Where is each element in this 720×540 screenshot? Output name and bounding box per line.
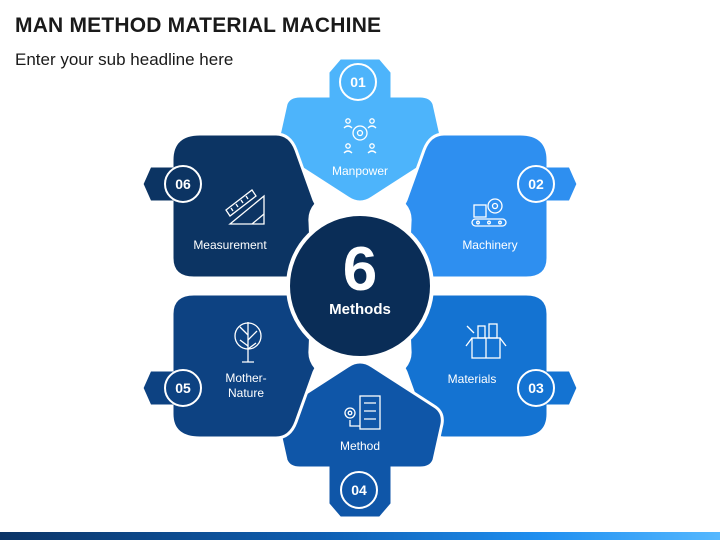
segment-06-badge (164, 165, 202, 203)
segment-01-number: 01 (350, 74, 366, 90)
segment-06[interactable]: 06 Measurement (140, 132, 318, 280)
segment-02-number: 02 (528, 176, 544, 192)
segment-06-number: 06 (175, 176, 191, 192)
segment-02-shape (402, 132, 580, 280)
segment-05-shape (140, 292, 318, 440)
segment-05-label: Mother-Nature (225, 371, 266, 400)
segment-03-number: 03 (528, 380, 544, 396)
segment-06-label: Measurement (193, 238, 267, 252)
page-title: MAN METHOD MATERIAL MACHINE (15, 14, 382, 37)
center-number: 6 (343, 235, 377, 304)
manpower-icon (343, 118, 377, 154)
segment-03-badge (517, 369, 555, 407)
center-hub: 6 Methods (286, 212, 434, 360)
center-label: Methods (329, 301, 391, 318)
segment-01[interactable]: 01 Manpower (276, 56, 444, 204)
segment-03-label: Materials (448, 372, 497, 386)
segment-01-badge (339, 63, 377, 101)
machinery-icon (471, 198, 507, 227)
segment-04-badge (340, 471, 378, 509)
center-circle (286, 212, 434, 360)
segment-05-badge (164, 369, 202, 407)
bottom-accent-bar (0, 532, 720, 540)
segment-05[interactable]: 05 Mother-Nature (140, 292, 318, 440)
measurement-icon (225, 189, 265, 225)
mother-nature-icon (234, 322, 262, 363)
segment-01-label: Manpower (332, 164, 388, 178)
page-subtitle: Enter your sub headline here (15, 50, 234, 69)
segment-02-label: Machinery (462, 238, 517, 252)
segment-04-number: 04 (351, 482, 367, 498)
segment-05-number: 05 (175, 380, 191, 396)
segment-04[interactable]: 04 Method (276, 360, 444, 520)
method-icon (344, 395, 381, 430)
segment-02[interactable]: 02 Machinery (402, 132, 580, 280)
materials-icon (465, 323, 507, 359)
segment-04-label: Method (340, 439, 380, 453)
segment-06-shape (140, 132, 318, 280)
segment-02-badge (517, 165, 555, 203)
